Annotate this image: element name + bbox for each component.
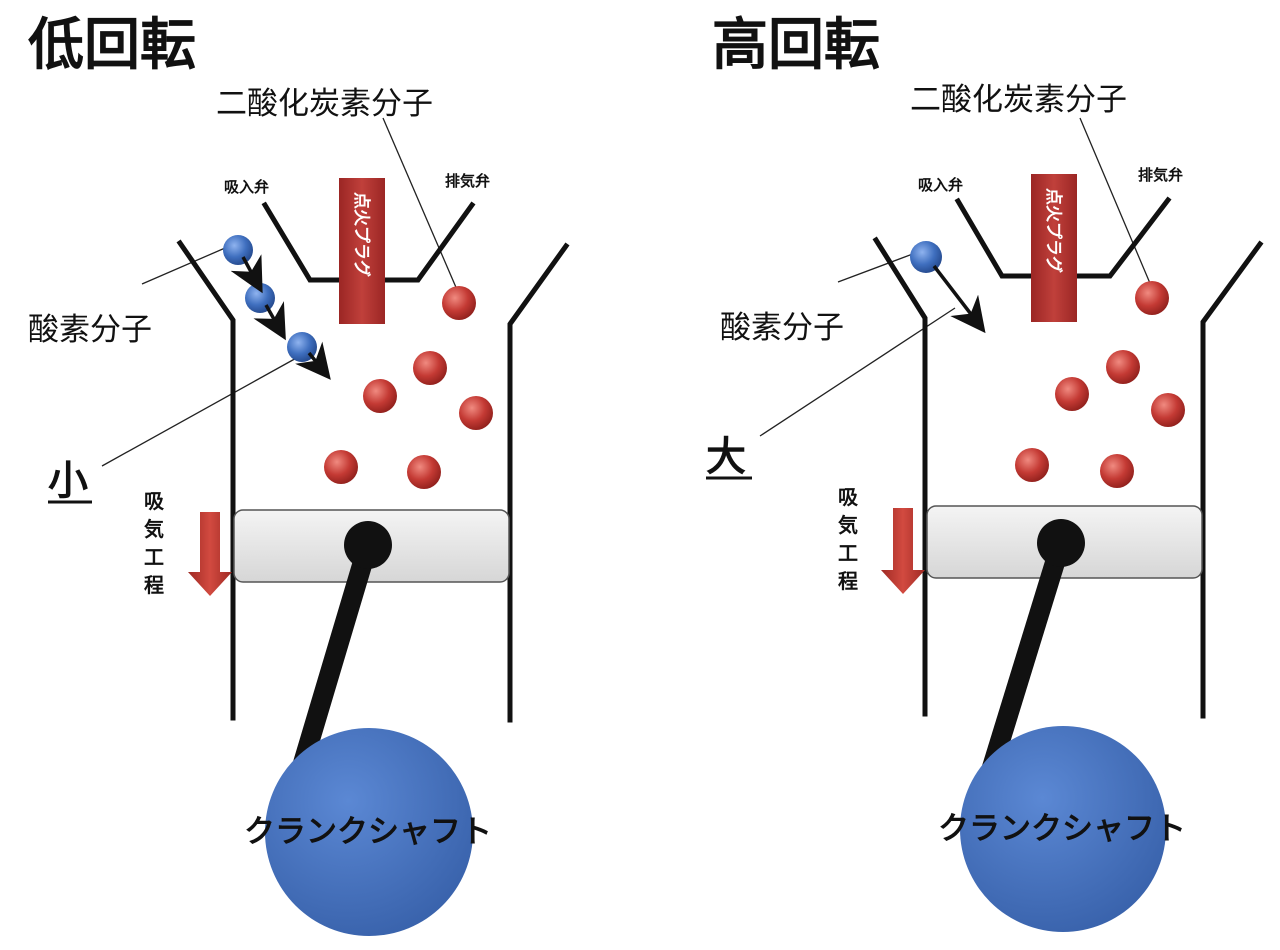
stroke-label: 吸 気 工 程 [838, 485, 859, 593]
panel-title: 低回転 [28, 13, 196, 78]
piston-pin [1037, 519, 1085, 567]
co2-molecule [459, 396, 493, 430]
co2-molecule [1106, 350, 1140, 384]
oxygen-leader-line [141, 244, 233, 285]
size-leader-line [101, 355, 301, 467]
crankshaft [960, 726, 1166, 932]
piston-pin [344, 521, 392, 569]
spark-plug [339, 178, 385, 324]
co2-molecule [1135, 281, 1169, 315]
intake-arrow [932, 264, 986, 334]
stroke-label-char-1: 吸 [144, 489, 165, 513]
cylinder-wall-right [507, 242, 570, 723]
exhaust-valve-label: 排気弁 [445, 172, 490, 190]
exhaust-valve-label: 排気弁 [1138, 166, 1183, 184]
intake-valve [954, 197, 1035, 279]
exhaust-valve [1073, 196, 1172, 279]
intake-arrow [230, 254, 263, 294]
co2-molecule [1151, 393, 1185, 427]
cylinder-wall-left [176, 239, 236, 721]
stroke-label-char-3: 工 [838, 541, 858, 565]
stroke-label-char-2: 気 [144, 517, 164, 541]
stroke-label: 吸 気 工 程 [144, 489, 165, 597]
stroke-label-char-4: 程 [838, 569, 858, 593]
oxygen-molecule [910, 241, 942, 273]
stroke-direction-arrow [881, 508, 925, 594]
spark-plug [1031, 174, 1077, 322]
crankshaft-label: クランクシャフト [938, 811, 1186, 847]
panel-title: 高回転 [712, 13, 880, 78]
co2-label: 二酸化炭素分子 [216, 86, 433, 122]
intake-valve [261, 201, 343, 283]
intake-valve-label: 吸入弁 [224, 178, 269, 196]
co2-molecule [413, 351, 447, 385]
crankshaft [265, 728, 473, 936]
intake-arrow [295, 341, 331, 380]
oxygen-leader-line [837, 251, 919, 283]
exhaust-valve [382, 201, 476, 283]
cylinder-wall-left [872, 236, 928, 717]
co2-label: 二酸化炭素分子 [910, 82, 1127, 118]
spark-plug-label: 点火プラグ [1043, 188, 1064, 273]
co2-molecule [363, 379, 397, 413]
crankshaft-label: クランクシャフト [244, 814, 492, 850]
stroke-label-char-4: 程 [144, 573, 164, 597]
oxygen-molecule [223, 235, 253, 265]
stroke-direction-arrow [188, 512, 232, 596]
oxygen-label: 酸素分子 [28, 312, 152, 348]
stroke-label-char-1: 吸 [838, 485, 859, 509]
co2-molecule [1100, 454, 1134, 488]
co2-molecule [1015, 448, 1049, 482]
stroke-label-char-3: 工 [144, 545, 164, 569]
co2-molecule [442, 286, 476, 320]
spark-plug-label: 点火プラグ [351, 192, 372, 277]
intake-arrow [253, 301, 286, 341]
panel-high-rpm: 高回転 二酸化炭素分子 吸入弁 排気弁 酸素分子 大 点火プラグ [706, 13, 1264, 932]
co2-molecule [324, 450, 358, 484]
stroke-label-char-2: 気 [838, 513, 858, 537]
oxygen-molecule [245, 283, 275, 313]
cylinder-wall-right [1200, 240, 1264, 719]
co2-leader-line [382, 117, 459, 293]
co2-leader-line [1079, 117, 1153, 289]
intake-valve-label: 吸入弁 [918, 176, 963, 194]
connecting-rod [975, 540, 1071, 793]
co2-molecule [407, 455, 441, 489]
panel-low-rpm: 低回転 二酸化炭素分子 吸入弁 排気弁 酸素分子 小 点火プラグ [28, 13, 570, 936]
size-label: 大 [706, 434, 746, 480]
oxygen-label: 酸素分子 [720, 310, 844, 346]
co2-molecule [1055, 377, 1089, 411]
size-label: 小 [48, 458, 88, 504]
